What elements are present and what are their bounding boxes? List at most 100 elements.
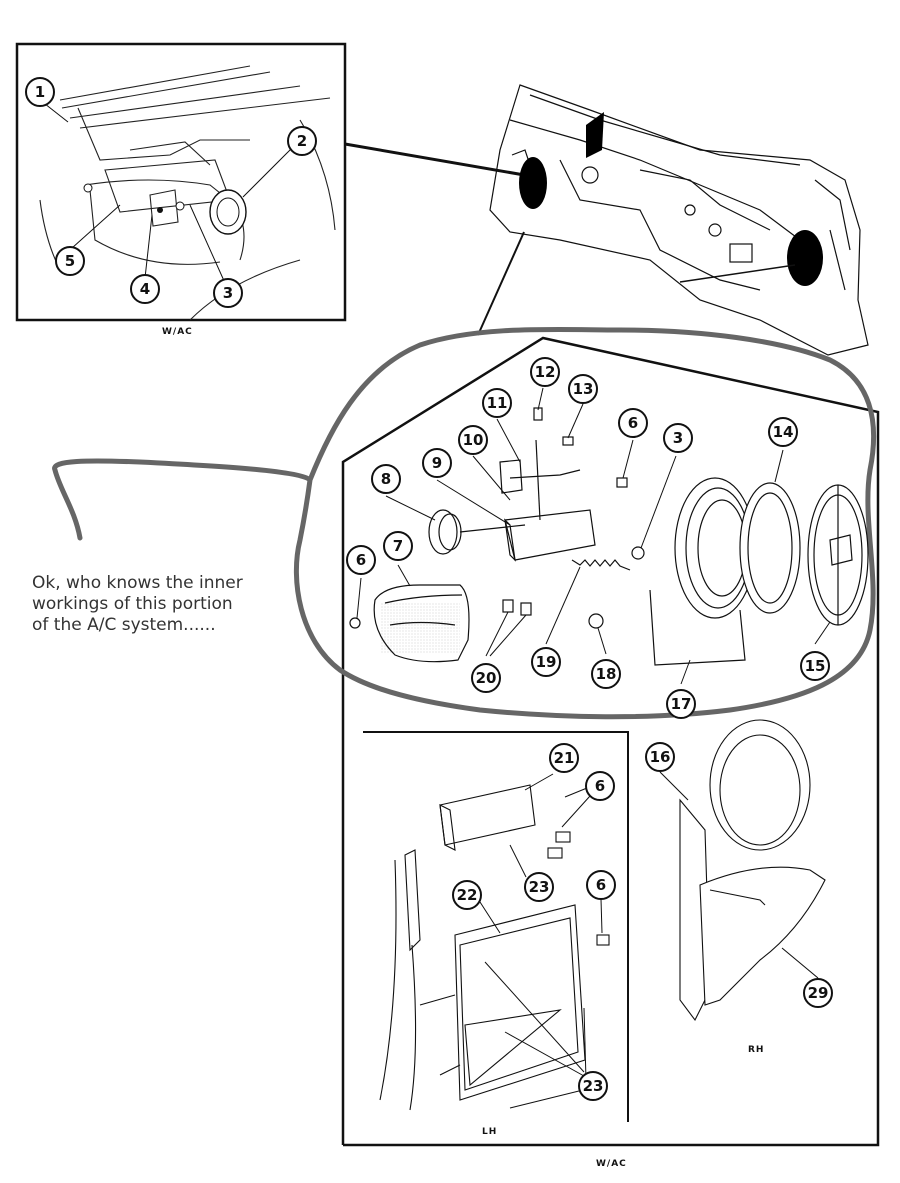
- callout-c7: 7: [383, 531, 413, 561]
- callout-circle: [585, 771, 615, 801]
- callout-c17: 17: [666, 689, 696, 719]
- callout-number: 4: [140, 280, 150, 298]
- callout-c23a: 23: [524, 872, 554, 902]
- lh-panel: [363, 731, 629, 1122]
- callout-number: 16: [650, 748, 671, 766]
- callout-c8: 8: [371, 464, 401, 494]
- callout-circle: [25, 77, 55, 107]
- callout-number: 6: [356, 551, 366, 569]
- callout-number: 13: [573, 380, 594, 398]
- callout-number: 12: [535, 363, 556, 381]
- callout-circle: [800, 651, 830, 681]
- callout-number: 6: [595, 777, 605, 795]
- callout-c21: 21: [549, 743, 579, 773]
- callout-c22: 22: [452, 880, 482, 910]
- caption-bottom-wac: W/AC: [596, 1159, 627, 1169]
- callout-c6b: 6: [346, 545, 376, 575]
- callout-number: 23: [529, 878, 550, 896]
- callout-circle: [482, 388, 512, 418]
- callout-number: 14: [773, 423, 794, 441]
- callout-circle: [586, 870, 616, 900]
- callout-c3b: 3: [663, 423, 693, 453]
- callout-number: 9: [432, 454, 442, 472]
- callout-circle: [549, 743, 579, 773]
- callout-number: 5: [65, 252, 75, 270]
- callout-circle: [346, 545, 376, 575]
- inset-detail: [15, 42, 347, 322]
- callout-circle: [213, 278, 243, 308]
- callout-c5: 5: [55, 246, 85, 276]
- callout-c15: 15: [800, 651, 830, 681]
- callout-c2: 2: [287, 126, 317, 156]
- callout-circle: [55, 246, 85, 276]
- callout-circle: [531, 647, 561, 677]
- callout-c13: 13: [568, 374, 598, 404]
- callout-circle: [530, 357, 560, 387]
- callout-c16: 16: [645, 742, 675, 772]
- callout-number: 3: [223, 284, 233, 302]
- callout-circle: [768, 417, 798, 447]
- callout-circle: [371, 464, 401, 494]
- rh-panel: [659, 719, 826, 1022]
- callout-number: 11: [487, 394, 508, 412]
- callout-circle: [568, 374, 598, 404]
- car-body: [489, 84, 869, 356]
- callout-circle: [803, 978, 833, 1008]
- callout-circle: [471, 663, 501, 693]
- callout-c10: 10: [458, 425, 488, 455]
- callout-number: 1: [35, 83, 45, 101]
- callout-number: 17: [671, 695, 692, 713]
- callout-circle: [645, 742, 675, 772]
- callout-c23b: 23: [578, 1071, 608, 1101]
- callout-circle: [618, 408, 648, 438]
- callout-c1: 1: [25, 77, 55, 107]
- callout-circle: [578, 1071, 608, 1101]
- callout-number: 7: [393, 537, 403, 555]
- callout-c3a: 3: [213, 278, 243, 308]
- callout-c6c: 6: [585, 771, 615, 801]
- callout-number: 29: [808, 984, 829, 1002]
- callout-circle: [383, 531, 413, 561]
- callout-number: 18: [596, 665, 617, 683]
- caption-lh: LH: [482, 1127, 497, 1137]
- leader-inset: [344, 142, 531, 178]
- callout-c12: 12: [530, 357, 560, 387]
- callout-number: 3: [673, 429, 683, 447]
- annotation-loop: [52, 326, 877, 720]
- callout-c11: 11: [482, 388, 512, 418]
- callout-number: 20: [476, 669, 497, 687]
- caption-inset-wac: W/AC: [162, 327, 193, 337]
- callout-circle: [663, 423, 693, 453]
- callout-number: 8: [381, 470, 391, 488]
- exploded-parts: [349, 407, 869, 666]
- caption-rh: RH: [748, 1045, 764, 1055]
- callout-number: 19: [536, 653, 557, 671]
- callout-number: 22: [457, 886, 478, 904]
- pad-black: [586, 112, 604, 158]
- callout-c19: 19: [531, 647, 561, 677]
- callout-circle: [666, 689, 696, 719]
- callout-number: 21: [554, 749, 575, 767]
- callout-number: 15: [805, 657, 826, 675]
- callout-circle: [287, 126, 317, 156]
- callout-number: 2: [297, 132, 307, 150]
- callout-circle: [130, 274, 160, 304]
- callout-number: 6: [596, 876, 606, 894]
- callout-c4: 4: [130, 274, 160, 304]
- callout-circle: [591, 659, 621, 689]
- callout-c29: 29: [803, 978, 833, 1008]
- callout-number: 23: [583, 1077, 604, 1095]
- callout-circle: [452, 880, 482, 910]
- main-frame: [341, 336, 880, 1147]
- forum-comment: Ok, who knows the inner workings of this…: [32, 573, 243, 635]
- callout-c9: 9: [422, 448, 452, 478]
- callout-number: 6: [628, 414, 638, 432]
- callout-circle: [458, 425, 488, 455]
- callout-c6d: 6: [586, 870, 616, 900]
- leader-exploded: [477, 231, 525, 336]
- callout-c14: 14: [768, 417, 798, 447]
- callout-c18: 18: [591, 659, 621, 689]
- callout-c6a: 6: [618, 408, 648, 438]
